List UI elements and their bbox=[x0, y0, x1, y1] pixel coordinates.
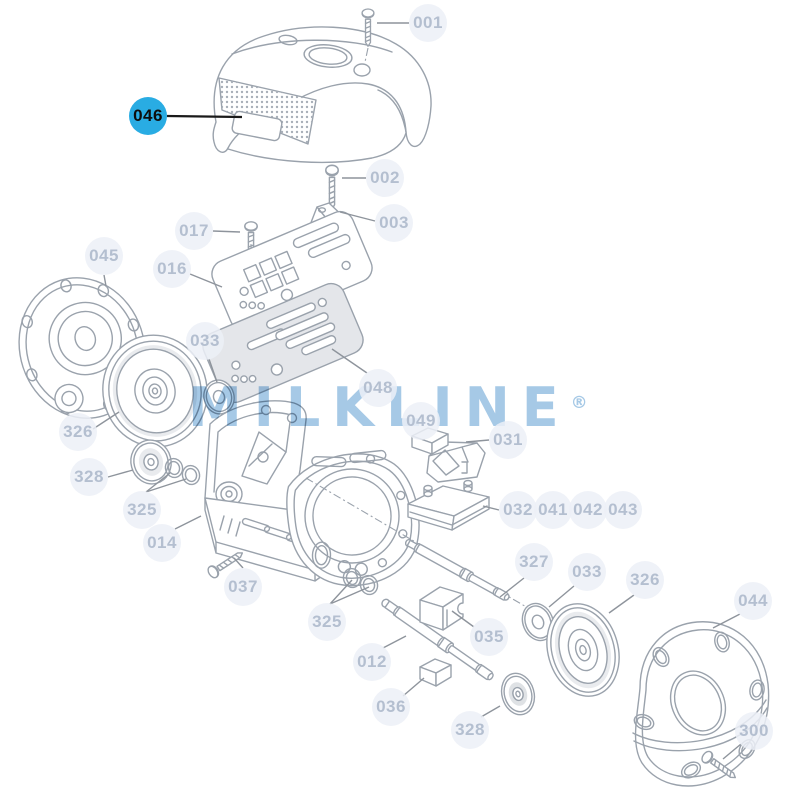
part-label-014[interactable]: 014 bbox=[143, 524, 181, 562]
part-diaphragm-326-left bbox=[102, 334, 208, 448]
leader-line-031 bbox=[465, 439, 490, 443]
leader-line-035 bbox=[451, 610, 475, 628]
part-shaft-327 bbox=[404, 538, 510, 601]
part-block-031 bbox=[426, 441, 486, 483]
part-label-043[interactable]: 043 bbox=[604, 491, 642, 529]
part-label-042[interactable]: 042 bbox=[569, 491, 607, 529]
leader-line-326-2 bbox=[608, 594, 635, 614]
leader-line-044 bbox=[712, 613, 741, 629]
part-label-300[interactable]: 300 bbox=[735, 712, 773, 750]
part-label-033-1[interactable]: 033 bbox=[186, 322, 224, 360]
part-label-017[interactable]: 017 bbox=[175, 212, 213, 250]
part-washer-033-right bbox=[521, 602, 555, 642]
leader-line-033-2 bbox=[548, 585, 575, 608]
part-label-036[interactable]: 036 bbox=[372, 688, 410, 726]
part-label-032[interactable]: 032 bbox=[499, 491, 537, 529]
leader-line-012 bbox=[382, 635, 407, 649]
part-label-044[interactable]: 044 bbox=[734, 582, 772, 620]
part-label-046[interactable]: 046 bbox=[129, 97, 167, 135]
leader-line-045 bbox=[103, 274, 107, 287]
part-label-033-2[interactable]: 033 bbox=[568, 553, 606, 591]
leader-line-014 bbox=[174, 515, 202, 530]
leader-line-325-1 bbox=[145, 472, 171, 493]
part-valve-032 bbox=[407, 479, 490, 531]
part-top-cover bbox=[212, 26, 432, 164]
part-label-031[interactable]: 031 bbox=[489, 421, 527, 459]
part-label-325-1[interactable]: 325 bbox=[123, 491, 161, 529]
part-label-326-1[interactable]: 326 bbox=[59, 413, 97, 451]
part-label-325-2[interactable]: 325 bbox=[308, 603, 346, 641]
part-shaft-012 bbox=[381, 598, 494, 681]
part-label-328-2[interactable]: 328 bbox=[451, 711, 489, 749]
part-label-045[interactable]: 045 bbox=[85, 237, 123, 275]
leader-line-033-1 bbox=[208, 358, 218, 383]
part-label-326-2[interactable]: 326 bbox=[626, 561, 664, 599]
leader-line-326-1 bbox=[92, 411, 120, 430]
part-label-001[interactable]: 001 bbox=[409, 4, 447, 42]
leader-line-325-2 bbox=[329, 579, 353, 605]
leader-line-327 bbox=[499, 577, 525, 598]
leader-line-048 bbox=[331, 348, 368, 374]
leader-line-032 bbox=[482, 505, 500, 511]
part-label-016[interactable]: 016 bbox=[153, 250, 191, 288]
leader-line-325-1 bbox=[145, 478, 187, 493]
leader-line-325-2 bbox=[329, 586, 370, 605]
part-label-328-1[interactable]: 328 bbox=[70, 458, 108, 496]
part-label-002[interactable]: 002 bbox=[366, 159, 404, 197]
part-label-041[interactable]: 041 bbox=[534, 491, 572, 529]
leader-line-016 bbox=[189, 273, 223, 288]
part-plate-016 bbox=[211, 210, 373, 332]
part-label-037[interactable]: 037 bbox=[224, 568, 262, 606]
part-pulley-328-right bbox=[500, 672, 536, 716]
leader-line-003 bbox=[339, 211, 376, 222]
part-block-036 bbox=[419, 658, 452, 687]
leader-line-036 bbox=[402, 677, 425, 697]
part-label-327[interactable]: 327 bbox=[515, 543, 553, 581]
part-label-048[interactable]: 048 bbox=[359, 369, 397, 407]
leader-line-328-1 bbox=[107, 469, 134, 478]
part-label-012[interactable]: 012 bbox=[353, 643, 391, 681]
leader-line-300 bbox=[722, 743, 742, 760]
part-label-003[interactable]: 003 bbox=[375, 204, 413, 242]
part-label-049[interactable]: 049 bbox=[402, 402, 440, 440]
leader-line-046 bbox=[166, 114, 243, 119]
part-plate-048 bbox=[202, 282, 364, 404]
part-label-035[interactable]: 035 bbox=[470, 618, 508, 656]
part-diaphragm-326-right bbox=[546, 603, 620, 697]
part-grommet-033-left bbox=[203, 379, 235, 415]
registered-trademark-symbol: ® bbox=[570, 393, 588, 413]
part-disc-328-left bbox=[130, 439, 172, 485]
leader-line-017 bbox=[212, 230, 241, 233]
leader-line-037 bbox=[233, 557, 244, 569]
part-housing-014 bbox=[204, 400, 553, 623]
leader-line-328-2 bbox=[480, 705, 501, 718]
